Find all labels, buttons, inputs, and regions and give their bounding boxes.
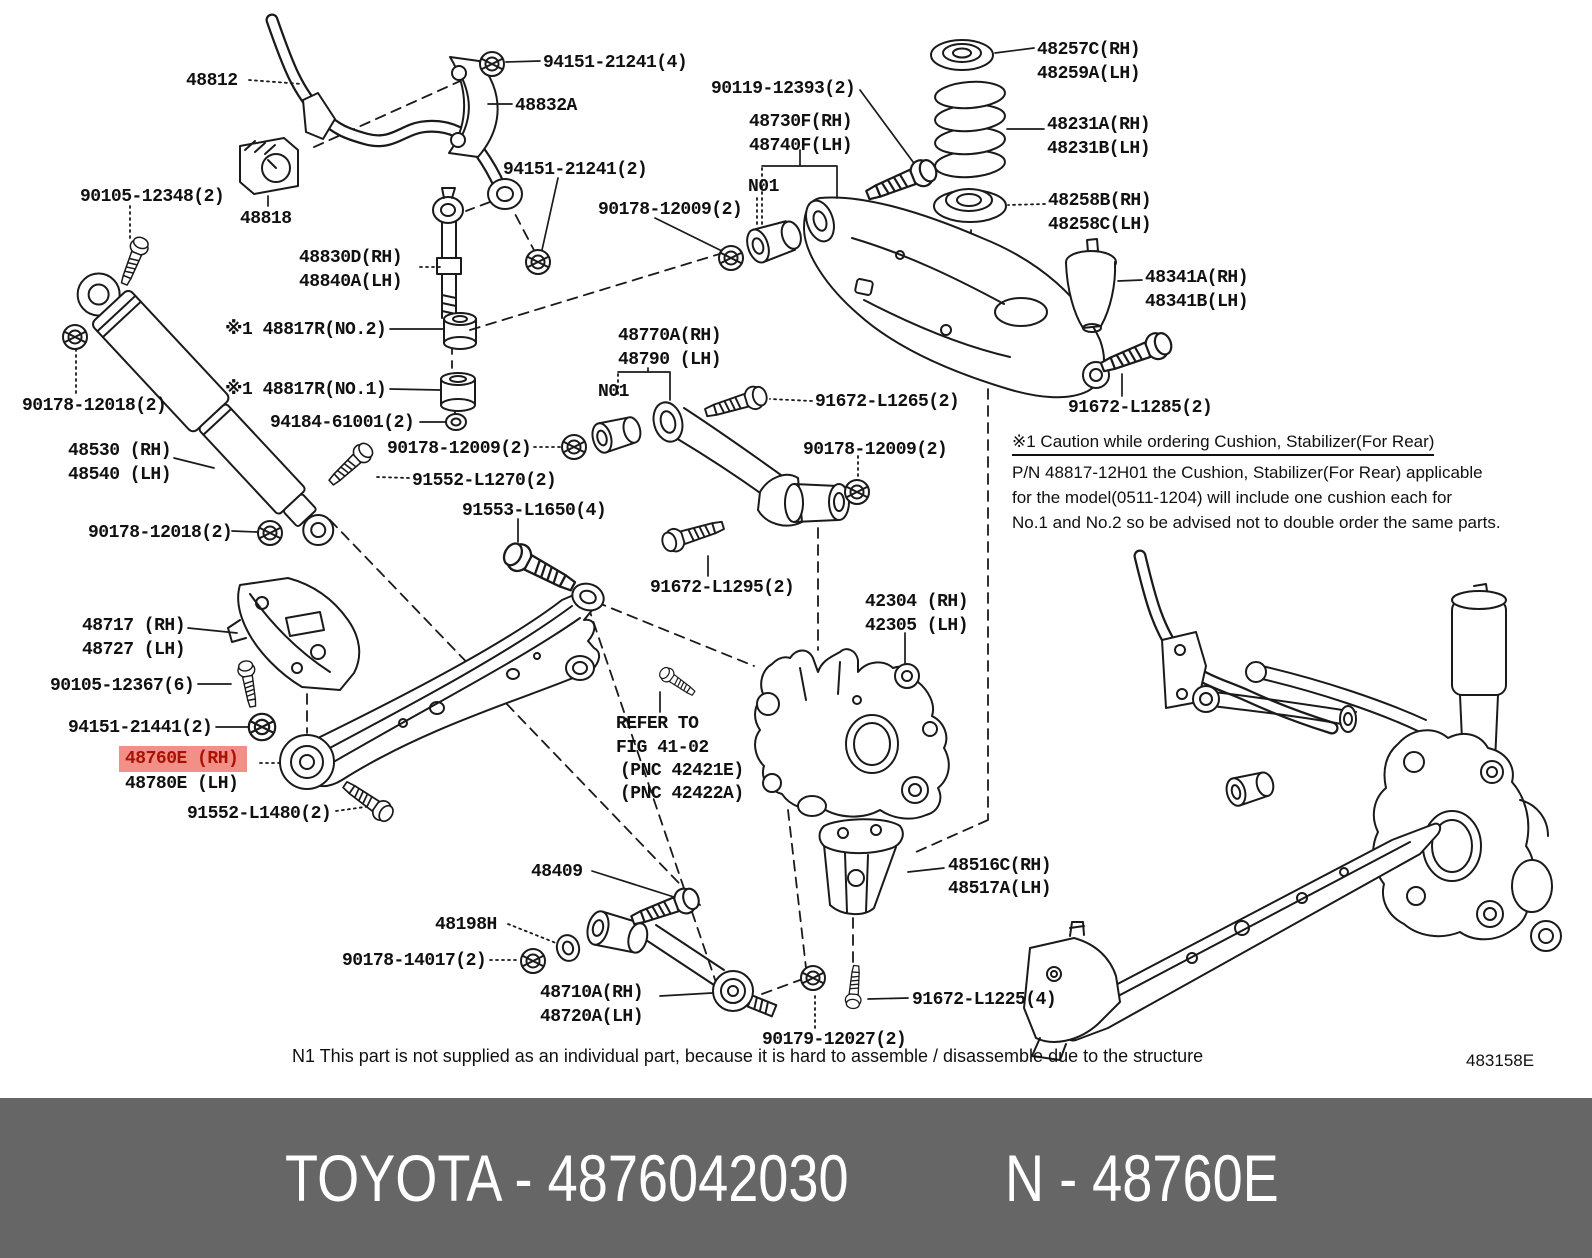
part-label: 48516C(RH): [948, 856, 1052, 876]
part-label: 48832A: [515, 96, 577, 116]
part-label: 90105-12348(2): [80, 187, 225, 207]
part-label: 48770A(RH): [618, 326, 722, 346]
part-label: 48812: [186, 71, 238, 91]
part-label: 48258B(RH): [1048, 191, 1152, 211]
caution-box: ※1 Caution while ordering Cushion, Stabi…: [1012, 432, 1552, 535]
part-label: 91552-L1480(2): [187, 804, 332, 824]
part-label: 42305 (LH): [865, 616, 969, 636]
part-label: 48409: [531, 862, 583, 882]
part-label: 48257C(RH): [1037, 40, 1141, 60]
part-label: 48517A(LH): [948, 879, 1052, 899]
part-label: 48259A(LH): [1037, 64, 1141, 84]
part-label: 48341B(LH): [1145, 292, 1249, 312]
part-label: 48818: [240, 209, 292, 229]
part-label: 48730F(RH): [749, 112, 853, 132]
arm-bracket: [227, 577, 361, 691]
coil-spring: [930, 39, 1007, 223]
part-label: ※1 48817R(NO.1): [225, 380, 387, 400]
part-label: 90178-12009(2): [598, 200, 743, 220]
part-label: 90178-12009(2): [803, 440, 948, 460]
stabilizer-bushing: [239, 137, 299, 195]
part-label: 91553-L1650(4): [462, 501, 607, 521]
part-label: 48258C(LH): [1048, 215, 1152, 235]
part-label: 48720A(LH): [540, 1007, 644, 1027]
part-label: 90105-12367(6): [50, 676, 195, 696]
part-label: 94151-21241(4): [543, 53, 688, 73]
shock-absorber: [76, 272, 335, 547]
part-label: 48530 (RH): [68, 441, 172, 461]
part-label: 94151-21441(2): [68, 718, 213, 738]
rear-axle-knuckle: [754, 648, 950, 820]
stabilizer-bracket: [448, 56, 499, 158]
banner-reference-code: N - 48760E: [1005, 1141, 1279, 1215]
part-label: 90178-12018(2): [88, 523, 233, 543]
part-label: 90179-12027(2): [762, 1030, 907, 1050]
suspension-arm-upper: [652, 401, 850, 527]
part-label: 91672-L1225(4): [912, 990, 1057, 1010]
part-label-highlighted: 48760E (RH): [119, 746, 248, 772]
bump-stopper: [1065, 238, 1117, 333]
part-label: FIG 41-02: [616, 738, 709, 758]
assembled-view: [1023, 549, 1562, 1061]
part-label: 90119-12393(2): [711, 79, 856, 99]
trailing-arm: [279, 582, 605, 790]
caution-title: ※1 Caution while ordering Cushion, Stabi…: [1012, 432, 1435, 456]
stabilizer-cushions: [440, 312, 477, 431]
part-label: 48198H: [435, 915, 497, 935]
part-label: N01: [598, 382, 629, 402]
caution-line: for the model(0511-1204) will include on…: [1012, 488, 1453, 507]
part-label: 48740F(LH): [749, 136, 853, 156]
part-label: 48840A(LH): [299, 272, 403, 292]
part-label: 94184-61001(2): [270, 413, 415, 433]
part-label: 48790 (LH): [618, 350, 722, 370]
part-label: 48231B(LH): [1047, 139, 1151, 159]
caution-line: P/N 48817-12H01 the Cushion, Stabilizer(…: [1012, 463, 1483, 482]
part-label: 91672-L1285(2): [1068, 398, 1213, 418]
part-label: 94151-21241(2): [503, 160, 648, 180]
part-label: 48710A(RH): [540, 983, 644, 1003]
part-label: (PNC 42421E): [620, 761, 744, 781]
part-label: (PNC 42422A): [620, 784, 744, 804]
bushing-n01-upper: [591, 416, 642, 454]
part-label: 48780E (LH): [125, 774, 239, 794]
part-label: 91552-L1270(2): [412, 471, 557, 491]
leader-lines: [75, 47, 1143, 1029]
part-label: 90178-14017(2): [342, 951, 487, 971]
part-label: 90178-12018(2): [22, 396, 167, 416]
part-label: 90178-12009(2): [387, 439, 532, 459]
member-bracket: [818, 818, 904, 915]
part-label: 48540 (LH): [68, 465, 172, 485]
part-label: 91672-L1295(2): [650, 578, 795, 598]
part-label: 48717 (RH): [82, 616, 186, 636]
part-label: 42304 (RH): [865, 592, 969, 612]
part-label: 48830D(RH): [299, 248, 403, 268]
footnote: N1 This part is not supplied as an indiv…: [292, 1046, 1204, 1066]
part-label: 48231A(RH): [1047, 115, 1151, 135]
part-label: 91672-L1265(2): [815, 392, 960, 412]
banner-brand-partnumber: TOYOTA - 4876042030: [285, 1141, 849, 1215]
stabilizer-link: [432, 187, 464, 319]
part-label: N01: [748, 177, 779, 197]
part-label: 48341A(RH): [1145, 268, 1249, 288]
figure-code: 483158E: [1466, 1051, 1535, 1070]
part-label: 48727 (LH): [82, 640, 186, 660]
suspension-arm-no2-lower: [803, 196, 1110, 399]
suspension-arm-no1: [586, 910, 778, 1018]
part-label: REFER TO: [616, 714, 699, 734]
part-banner: TOYOTA - 4876042030 N - 48760E: [0, 1098, 1592, 1258]
bushing-n01-lower: [746, 220, 802, 264]
caution-line: No.1 and No.2 so be advised not to doubl…: [1012, 513, 1501, 532]
part-label: ※1 48817R(NO.2): [225, 320, 387, 340]
